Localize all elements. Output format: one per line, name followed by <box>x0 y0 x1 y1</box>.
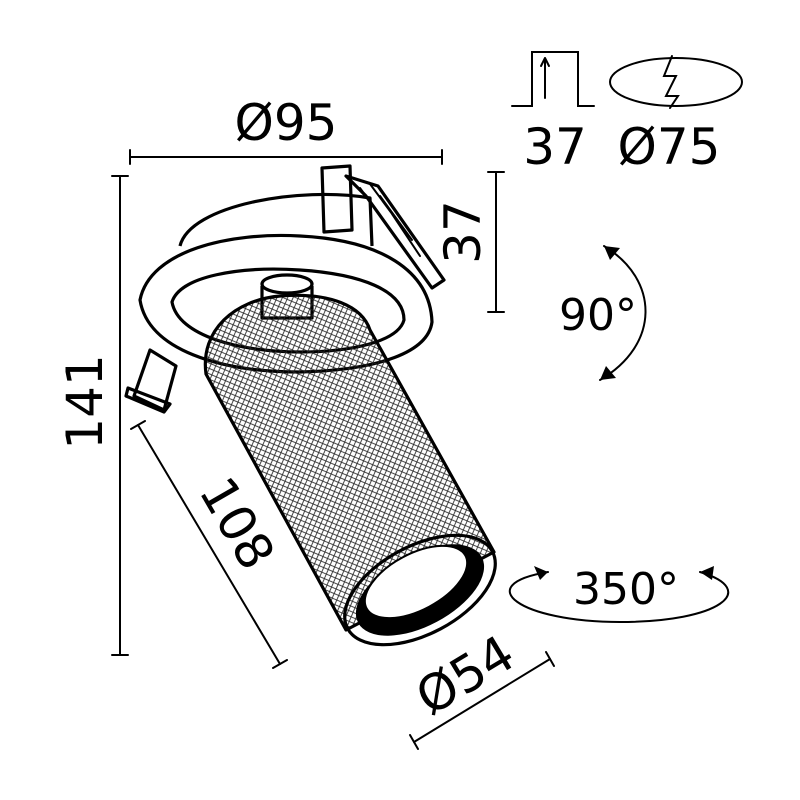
frame-height-dimension-line <box>487 171 505 313</box>
frame-height-label: 37 <box>434 200 492 264</box>
tilt-rotation-arrow-icon <box>599 245 647 381</box>
tilt-angle-label: 90° <box>559 290 637 341</box>
spring-clip-right <box>320 164 446 290</box>
cutout-diameter-icon <box>609 55 743 109</box>
tube-diameter-dimension-line <box>409 651 555 750</box>
outer-diameter-label: Ø95 <box>235 94 338 152</box>
swivel-angle-label: 350° <box>573 564 679 615</box>
housing-back <box>178 192 374 247</box>
spring-clip-left <box>124 348 178 414</box>
total-height-label: 141 <box>56 354 114 449</box>
cutout-depth-label: 37 <box>523 118 587 176</box>
mesh-tube <box>203 293 497 647</box>
total-height-dimension-line <box>111 175 129 656</box>
swivel-rotation-arrow-icon <box>508 566 730 624</box>
tube-length-dimension-line <box>130 420 288 669</box>
cutout-depth-icon <box>511 51 595 107</box>
cutout-diameter-label: Ø75 <box>618 118 721 176</box>
outer-diameter-dimension-line <box>129 149 443 165</box>
downlight-fixture <box>124 164 497 647</box>
